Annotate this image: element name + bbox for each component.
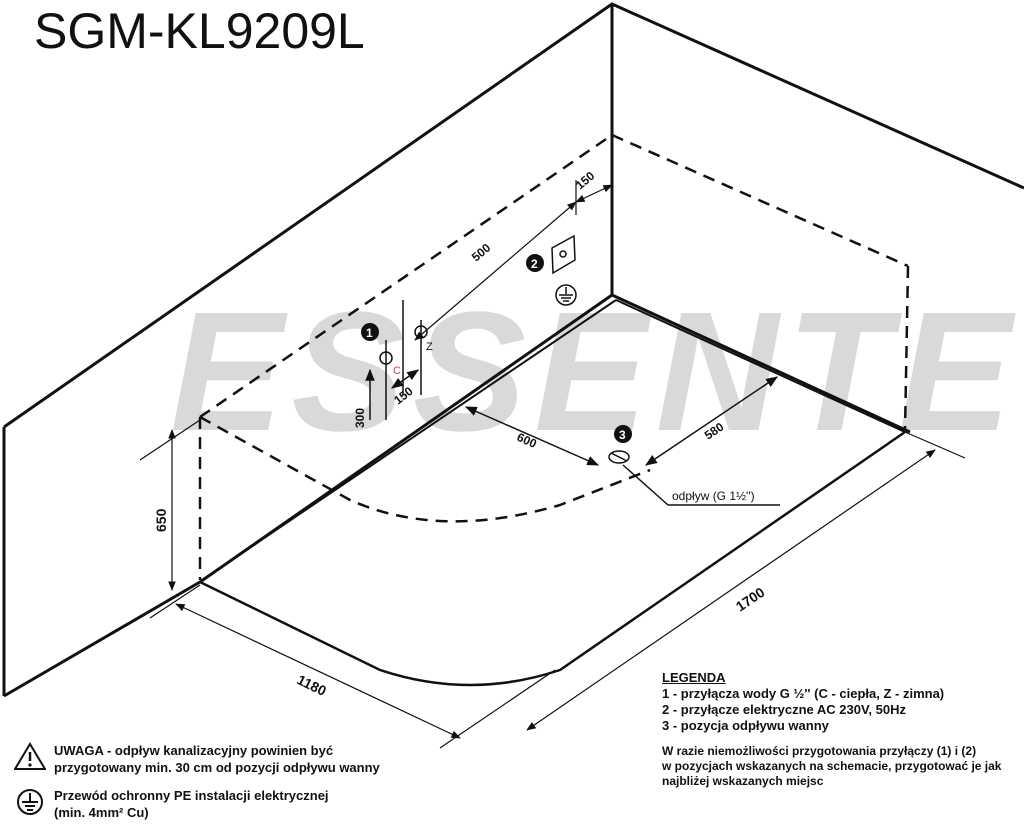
- cold-label: Z: [426, 341, 433, 353]
- marker-3: 3: [614, 425, 632, 443]
- tub-front-curve: [199, 430, 906, 687]
- legend-heading: LEGENDA: [662, 670, 726, 685]
- dim-650: 650: [153, 508, 169, 532]
- dim-300: 300: [353, 408, 367, 428]
- floor-edge-right: [611, 293, 911, 434]
- legend: LEGENDA 1 - przyłącza wody G ½'' (C - ci…: [662, 670, 1001, 789]
- drain: [464, 376, 780, 506]
- svg-text:3: 3: [619, 428, 626, 442]
- hot-label: C: [393, 365, 401, 377]
- dim-1700: 1700: [733, 584, 768, 615]
- svg-text:2: 2: [531, 257, 538, 271]
- warning-ground: Przewód ochronny PE instalacji elektrycz…: [14, 787, 380, 823]
- drain-label: odpływ (G 1½''): [672, 489, 755, 503]
- walls: [2, 2, 1024, 698]
- tub-dashed-outline: [198, 133, 910, 580]
- warning-icon: [13, 742, 47, 770]
- water-connections: [365, 300, 428, 420]
- svg-text:1: 1: [366, 326, 373, 340]
- ground-icon: [17, 789, 43, 815]
- legend-item: 1 - przyłącza wody G ½'' (C - ciepła, Z …: [662, 686, 945, 701]
- legend-note: W razie niemożliwości przygotowania przy…: [662, 744, 1002, 788]
- warning-drain: UWAGA - odpływ kanalizacyjny powinien by…: [13, 742, 380, 776]
- electric-socket-icon: [551, 234, 576, 275]
- dim-1180: 1180: [295, 671, 330, 699]
- warnings: UWAGA - odpływ kanalizacyjny powinien by…: [13, 742, 380, 834]
- model-title: SGM-KL9209L: [34, 3, 365, 59]
- marker-2: 2: [526, 254, 544, 272]
- left-wall-bottom: [3, 580, 201, 698]
- legend-item: 2 - przyłącze elektryczne AC 230V, 50Hz: [662, 702, 907, 717]
- marker-1: 1: [361, 323, 379, 341]
- dim-500: 500: [469, 240, 494, 264]
- ground-icon: [555, 284, 577, 306]
- legend-item: 3 - pozycja odpływu wanny: [662, 718, 829, 733]
- dim-150-top: 150: [573, 168, 598, 192]
